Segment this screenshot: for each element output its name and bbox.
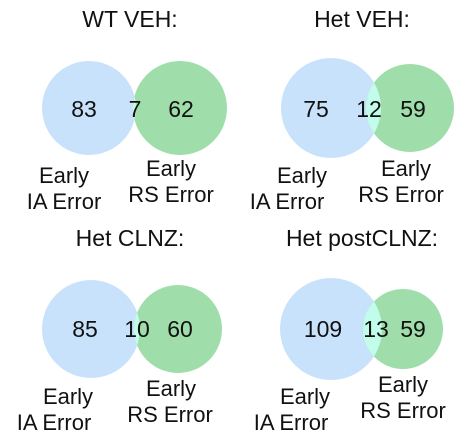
ia-error-label-line1: Early <box>43 384 93 409</box>
ia-only-count: 83 <box>71 96 97 122</box>
rs-error-label-line1: Early <box>381 156 431 181</box>
rs-error-label-line2: RS Error <box>127 402 213 427</box>
ia-error-label-line2: IA Error <box>250 189 325 214</box>
ia-error-label-line2: IA Error <box>27 189 102 214</box>
ia-error-label-line1: Early <box>277 163 327 188</box>
rs-error-label-line2: RS Error <box>358 182 444 207</box>
rs-only-count: 59 <box>400 316 426 342</box>
rs-error-circle <box>133 61 227 155</box>
panel-title: Het postCLNZ: <box>286 225 438 251</box>
panel-title: Het CLNZ: <box>76 225 185 251</box>
overlap-count: 7 <box>129 96 142 122</box>
overlap-count: 12 <box>356 96 382 122</box>
rs-only-count: 59 <box>400 96 426 122</box>
ia-error-label-line2: IA Error <box>254 410 329 435</box>
ia-error-label-line2: IA Error <box>17 410 92 435</box>
rs-error-circle <box>134 285 222 373</box>
rs-error-label-line2: RS Error <box>128 182 214 207</box>
rs-error-label-line2: RS Error <box>360 398 446 423</box>
venn-panel-wt-veh: WT VEH: 83 7 62 Early IA Error Early RS … <box>27 6 227 214</box>
overlap-count: 13 <box>363 316 389 342</box>
rs-error-circle <box>363 289 443 369</box>
rs-error-circle <box>366 64 454 152</box>
panel-title: Het VEH: <box>314 6 410 32</box>
ia-error-circle <box>42 61 136 155</box>
rs-error-label-line1: Early <box>146 376 196 401</box>
ia-error-label-line1: Early <box>39 163 89 188</box>
ia-error-label-line1: Early <box>280 384 330 409</box>
venn-panel-het-veh: Het VEH: 75 12 59 Early IA Error Early R… <box>250 6 454 214</box>
rs-only-count: 60 <box>167 316 193 342</box>
rs-error-label-line1: Early <box>146 156 196 181</box>
ia-error-circle <box>281 58 381 158</box>
overlap-count: 10 <box>124 316 150 342</box>
ia-only-count: 109 <box>304 316 342 342</box>
ia-error-circle <box>42 280 140 378</box>
ia-error-circle <box>280 278 382 380</box>
venn-panel-het-postclnz: Het postCLNZ: 109 13 59 Early IA Error E… <box>254 225 446 435</box>
ia-only-count: 75 <box>303 96 329 122</box>
rs-only-count: 62 <box>168 96 194 122</box>
panel-title: WT VEH: <box>82 6 177 32</box>
rs-error-label-line1: Early <box>378 372 428 397</box>
ia-only-count: 85 <box>72 316 98 342</box>
venn-panel-het-clnz: Het CLNZ: 85 10 60 Early IA Error Early … <box>17 225 222 435</box>
